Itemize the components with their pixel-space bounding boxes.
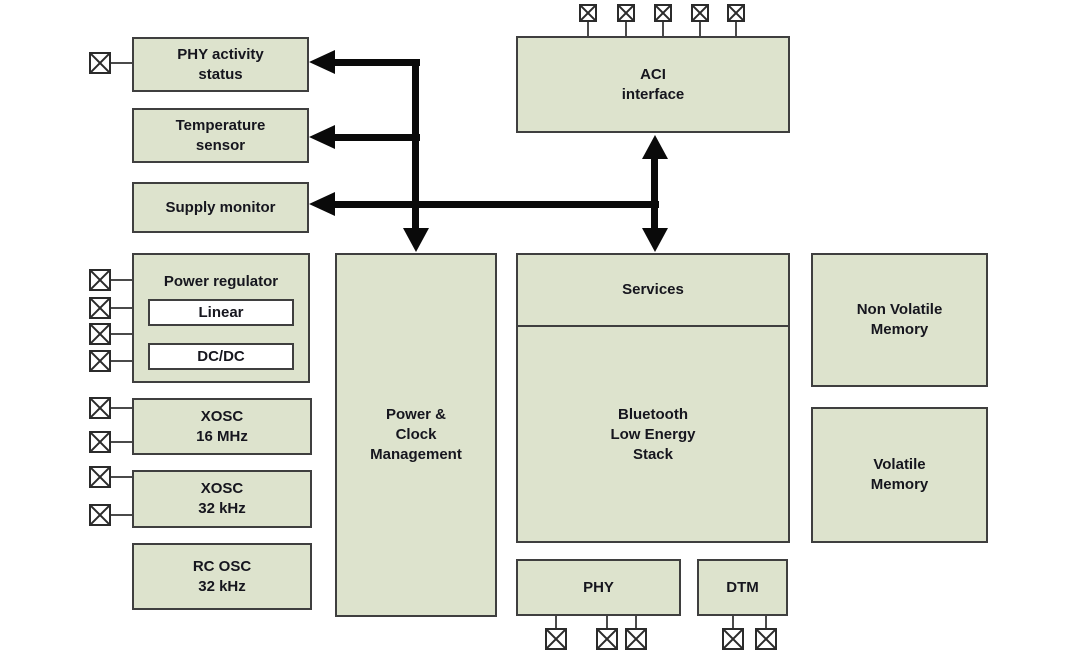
block-label: PHY activity status (177, 45, 264, 83)
arrowhead-up-icon (642, 135, 668, 159)
block-xosc-16mhz: XOSC 16 MHz (132, 398, 312, 455)
block-label: DTM (726, 578, 759, 596)
pin-icon (89, 504, 111, 526)
block-supply-monitor: Supply monitor (132, 182, 309, 233)
pin-icon (89, 269, 111, 291)
pin-icon (89, 397, 111, 419)
pin-icon (89, 466, 111, 488)
pin-icon (596, 628, 618, 650)
block-services: Services (518, 255, 788, 327)
block-linear-regulator: Linear (148, 299, 294, 326)
pin-icon (89, 350, 111, 372)
block-label: XOSC 16 MHz (196, 407, 248, 445)
block-label: Services (622, 281, 684, 298)
connector-line (699, 22, 701, 36)
block-label: Linear (198, 303, 244, 321)
block-label: ACI interface (621, 65, 685, 103)
pin-icon (691, 4, 709, 22)
block-label: RC OSC 32 kHz (192, 557, 252, 595)
block-label: Volatile Memory (870, 456, 929, 493)
pin-icon (89, 431, 111, 453)
connector-line (111, 62, 132, 64)
block-non-volatile-memory: Non Volatile Memory (811, 253, 988, 387)
pin-icon (89, 52, 111, 74)
arrow-line (651, 157, 658, 229)
connector-line (111, 360, 132, 362)
block-phy: PHY (516, 559, 681, 616)
pin-icon (89, 323, 111, 345)
connector-line (111, 476, 132, 478)
connector-line (111, 279, 132, 281)
pin-icon (727, 4, 745, 22)
connector-line (111, 307, 132, 309)
pin-icon (89, 297, 111, 319)
arrow-line (330, 201, 659, 208)
block-power-regulator: Power regulator Linear DC/DC (132, 253, 310, 383)
connector-line (111, 514, 132, 516)
block-label: Bluetooth Low Energy Stack (610, 406, 696, 463)
block-rc-osc-32khz: RC OSC 32 kHz (132, 543, 312, 610)
block-dcdc-regulator: DC/DC (148, 343, 294, 370)
block-phy-activity-status: PHY activity status (132, 37, 309, 92)
arrowhead-down-icon (642, 228, 668, 252)
block-volatile-memory: Volatile Memory (811, 407, 988, 543)
block-label: Power regulator (163, 273, 279, 290)
connector-line (765, 616, 767, 628)
connector-line (111, 441, 132, 443)
block-label: Non Volatile Memory (856, 301, 943, 338)
block-label: PHY (583, 578, 614, 596)
pin-icon (625, 628, 647, 650)
block-power-clock-management: Power & Clock Management (335, 253, 497, 617)
block-xosc-32khz: XOSC 32 kHz (132, 470, 312, 528)
connector-line (555, 616, 557, 628)
pin-icon (617, 4, 635, 22)
connector-line (735, 22, 737, 36)
connector-line (111, 333, 132, 335)
block-ble-stack: Bluetooth Low Energy Stack (518, 327, 788, 543)
block-label: Power & Clock Management (370, 406, 462, 463)
block-label: Supply monitor (165, 198, 276, 216)
block-dtm: DTM (697, 559, 788, 616)
connector-line (635, 616, 637, 628)
block-label: XOSC 32 kHz (198, 480, 246, 517)
block-temperature-sensor: Temperature sensor (132, 108, 309, 163)
pin-icon (579, 4, 597, 22)
block-label: Temperature sensor (175, 116, 266, 154)
connector-line (732, 616, 734, 628)
pin-icon (545, 628, 567, 650)
arrow-line (330, 59, 420, 66)
block-label: DC/DC (197, 347, 245, 365)
arrowhead-down-icon (403, 228, 429, 252)
connector-line (111, 407, 132, 409)
connector-line (625, 22, 627, 36)
block-aci-interface: ACI interface (516, 36, 790, 133)
connector-line (606, 616, 608, 628)
connector-line (587, 22, 589, 36)
arrow-line (330, 134, 420, 141)
pin-icon (755, 628, 777, 650)
connector-line (662, 22, 664, 36)
pin-icon (722, 628, 744, 650)
block-services-ble-stack: Services Bluetooth Low Energy Stack (516, 253, 790, 543)
pin-icon (654, 4, 672, 22)
arrow-line (412, 59, 419, 229)
